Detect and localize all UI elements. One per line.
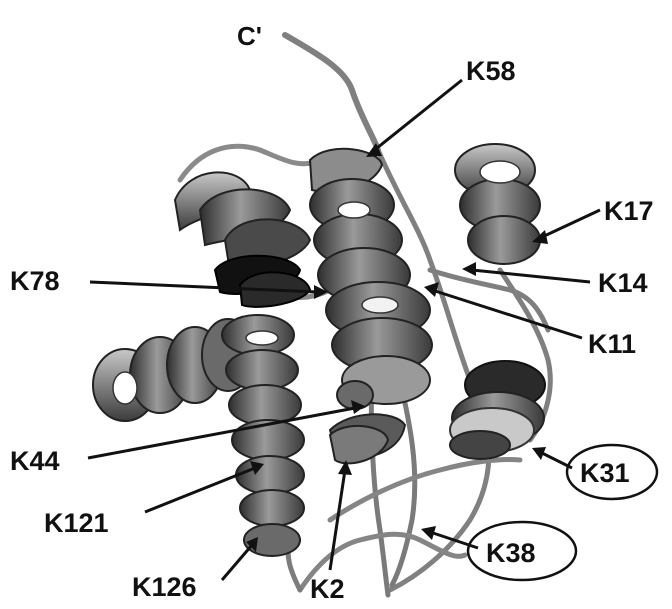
label-k2: K2: [310, 574, 345, 604]
label-k78: K78: [10, 266, 60, 296]
label-k44: K44: [10, 446, 60, 476]
leader-k58: [372, 80, 462, 152]
helix-dark-k78: [215, 256, 310, 307]
label-c-terminus: C': [237, 21, 262, 51]
helix-right-upper: [455, 144, 540, 264]
label-k38: K38: [486, 538, 536, 568]
helix-right-lower: [450, 361, 545, 459]
arrowhead-k14: [462, 262, 476, 276]
label-k121: K121: [44, 508, 109, 538]
label-k126: K126: [132, 572, 197, 602]
leader-k121: [145, 468, 255, 512]
leader-k17: [540, 210, 600, 238]
protein-structure: [93, 35, 550, 595]
label-k17: K17: [604, 196, 654, 226]
label-k58: K58: [466, 56, 516, 86]
label-k14: K14: [598, 268, 648, 298]
leader-k14: [472, 270, 590, 282]
helix-upper-center: [310, 149, 410, 302]
arrowhead-k38: [421, 526, 436, 540]
leader-k126: [222, 545, 252, 580]
helix-vertical-long: [222, 315, 304, 556]
label-k31: K31: [580, 458, 630, 488]
label-k11: K11: [588, 329, 636, 359]
arrowhead-k11: [424, 282, 439, 297]
